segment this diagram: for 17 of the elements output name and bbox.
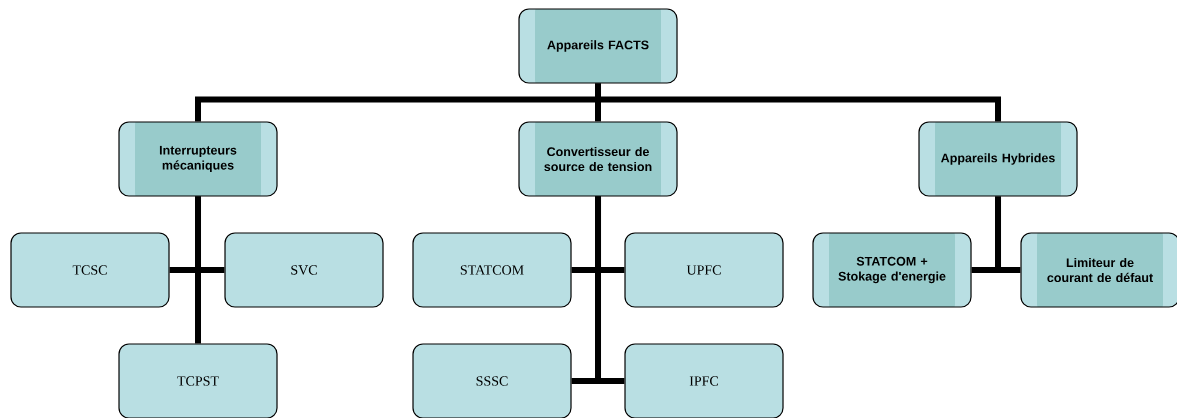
category-box: Appareils FACTS	[518, 8, 678, 84]
connector-line	[595, 196, 625, 384]
category-box: Convertisseur de source de tension	[518, 121, 678, 197]
category-box: STATCOM + Stokage d'energie	[812, 232, 972, 308]
device-box: TCSC	[10, 232, 170, 308]
connector-line	[995, 196, 1021, 273]
device-box: UPFC	[624, 232, 784, 308]
connector-line	[595, 83, 1001, 122]
device-box: SSSC	[412, 343, 572, 418]
connector-line	[195, 196, 201, 344]
device-box: TCPST	[118, 343, 278, 418]
category-box: Appareils Hybrides	[918, 121, 1078, 197]
category-box: Interrupteurs mécaniques	[118, 121, 278, 197]
device-box: STATCOM	[412, 232, 572, 308]
category-box: Limiteur de courant de défaut	[1020, 232, 1177, 308]
device-box: SVC	[224, 232, 384, 308]
device-box: IPFC	[624, 343, 784, 418]
